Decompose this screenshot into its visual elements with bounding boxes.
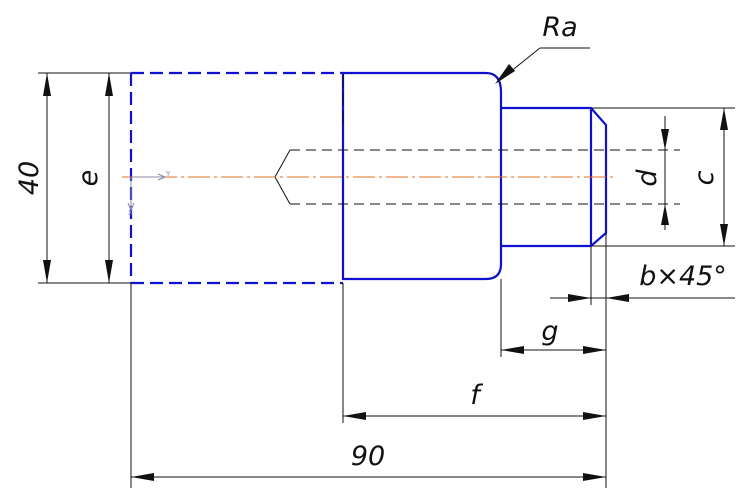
dimension-90: 90 bbox=[131, 441, 606, 481]
dimension-chamfer: b×45° bbox=[550, 261, 735, 302]
dim-g-label: g bbox=[541, 316, 558, 347]
dim-f-label: f bbox=[470, 380, 483, 411]
roughness-label: Ra bbox=[542, 12, 577, 43]
right-step bbox=[501, 106, 608, 248]
ucs-x-axis-label: Y bbox=[165, 170, 171, 178]
dim-c-label: c bbox=[689, 170, 720, 185]
chamfer-label: b×45° bbox=[639, 261, 727, 292]
dimension-e: e bbox=[73, 73, 113, 283]
roughness-callout: Ra bbox=[495, 12, 590, 84]
dimension-c: c bbox=[689, 108, 728, 246]
dimension-d: d bbox=[632, 116, 669, 230]
part-outline bbox=[129, 71, 608, 285]
dimension-40: 40 bbox=[14, 73, 51, 283]
dimension-f: f bbox=[343, 380, 606, 420]
ucs-y-axis-label: X bbox=[128, 209, 133, 217]
dimension-g: g bbox=[501, 316, 606, 354]
dim-40-label: 40 bbox=[14, 161, 45, 195]
hidden-bore bbox=[274, 75, 680, 205]
dim-90-label: 90 bbox=[351, 441, 385, 472]
extension-lines bbox=[38, 72, 735, 488]
dim-d-label: d bbox=[632, 169, 663, 187]
ucs-icon: Y X bbox=[127, 170, 171, 217]
main-body bbox=[341, 71, 503, 281]
dim-e-label: e bbox=[73, 170, 104, 187]
